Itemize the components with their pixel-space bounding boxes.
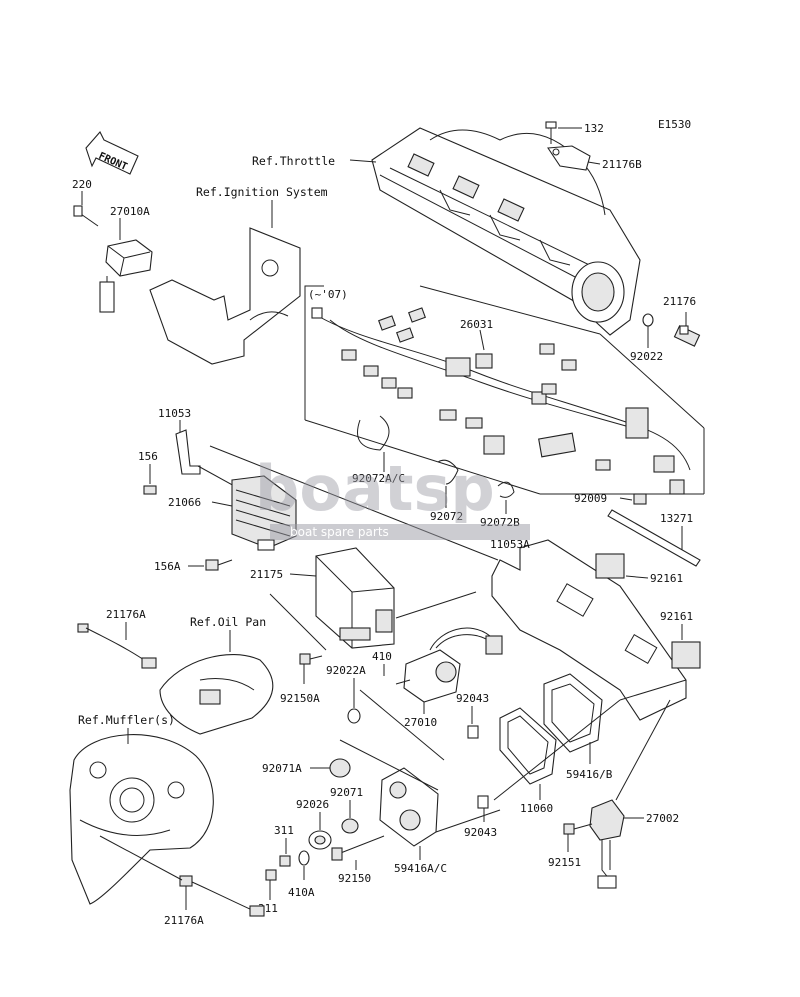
cover-59416b (543, 673, 603, 753)
part-11053: 11053 (158, 407, 191, 420)
throttle-body (371, 127, 641, 336)
part-220: 220 (72, 178, 92, 191)
washer-92022a (347, 708, 361, 724)
part-92022: 92022 (630, 350, 663, 363)
part-27002: 27002 (646, 812, 679, 825)
part-59416ac: 59416A/C (394, 862, 447, 875)
sensor-21176 (673, 325, 701, 347)
bolt-92151 (563, 823, 575, 835)
part-92026: 92026 (296, 798, 329, 811)
part-26031: 26031 (460, 318, 493, 331)
wiring-harness-26031 (304, 285, 705, 495)
housing-59416ac (379, 767, 439, 847)
part-92043-b: 92043 (464, 826, 497, 839)
part-21176a-bottom: 21176A (164, 914, 204, 927)
plug-92071a (329, 758, 351, 778)
front-arrow-icon: FRONT (85, 131, 139, 175)
nut-311-b (265, 869, 277, 881)
part-21176b: 21176B (602, 158, 642, 171)
part-92043-a: 92043 (456, 692, 489, 705)
sensor-21176b (547, 145, 591, 171)
strap-13271 (607, 509, 701, 567)
part-21176: 21176 (663, 295, 696, 308)
relay-27010 (395, 627, 503, 703)
pad-92161-b (671, 641, 701, 669)
bolt-92009 (633, 493, 647, 505)
bolt-220 (73, 205, 99, 227)
ref-oil-pan: Ref.Oil Pan (190, 615, 266, 629)
part-92151: 92151 (548, 856, 581, 869)
part-311-a: 311 (274, 824, 294, 837)
ref-throttle: Ref.Throttle (252, 154, 335, 168)
part-59416b: 59416/B (566, 768, 613, 781)
part-92009: 92009 (574, 492, 607, 505)
ecu-21175 (315, 547, 395, 649)
part-410: 410 (372, 650, 392, 663)
watermark-logo: boatsp boat spare parts (255, 452, 530, 540)
part-132: 132 (584, 122, 604, 135)
bracket-11053a (491, 539, 687, 721)
watermark-brand: boatsp (255, 452, 495, 525)
part-27010: 27010 (404, 716, 437, 729)
part-92022a: 92022A (326, 664, 366, 677)
part-21175: 21175 (250, 568, 283, 581)
part-92150: 92150 (338, 872, 371, 885)
washer-92022 (642, 313, 654, 327)
part-11060: 11060 (520, 802, 553, 815)
ref-muffler: Ref.Muffler(s) (78, 713, 175, 727)
ignition-bracket (149, 227, 301, 365)
part-11053a: 11053A (490, 538, 530, 551)
part-92072ac: 92072A/C (352, 472, 405, 485)
bolt-156a (205, 559, 219, 571)
bolt-92150 (331, 847, 343, 861)
bolt-132 (545, 121, 557, 144)
part-156: 156 (138, 450, 158, 463)
clamp-92072b (497, 481, 515, 498)
ref-ignition: Ref.Ignition System (196, 185, 328, 199)
relay-27010a (99, 239, 153, 313)
bolt-92150a (299, 653, 311, 665)
part-92072: 92072 (430, 510, 463, 523)
part-92161-b: 92161 (660, 610, 693, 623)
part-410a: 410A (288, 886, 315, 899)
part-13271: 13271 (660, 512, 693, 525)
bolt-92150-shaft (337, 835, 385, 855)
year-note: (~'07) (308, 288, 348, 301)
part-156a: 156A (154, 560, 181, 573)
part-92150a: 92150A (280, 692, 320, 705)
diagram-code: E1530 (658, 118, 691, 131)
watermark-tagline: boat spare parts (290, 525, 389, 539)
gasket-11060 (499, 707, 557, 785)
sensor-27002 (589, 799, 625, 889)
pad-92161-a (595, 553, 625, 579)
nut-311-a (279, 855, 291, 867)
oil-pan (159, 654, 274, 735)
sensor-21176a-bottom (179, 875, 265, 917)
muffler (69, 734, 214, 905)
part-92071: 92071 (330, 786, 363, 799)
bracket-11053 (175, 429, 201, 475)
part-92071a: 92071A (262, 762, 302, 775)
clamp-92072ac (357, 415, 390, 451)
clamp-92072 (437, 459, 459, 485)
part-92161-a: 92161 (650, 572, 683, 585)
part-21176a-top: 21176A (106, 608, 146, 621)
bolt-156 (143, 485, 157, 495)
sensor-21176a-top (77, 623, 157, 669)
part-21066: 21066 (168, 496, 201, 509)
part-27010a: 27010A (110, 205, 150, 218)
pin-92043-a (467, 725, 479, 739)
seal-92026-inner (314, 835, 326, 845)
pin-92043-b (477, 795, 489, 809)
washer-410a (298, 850, 310, 866)
plug-92071 (341, 818, 359, 834)
